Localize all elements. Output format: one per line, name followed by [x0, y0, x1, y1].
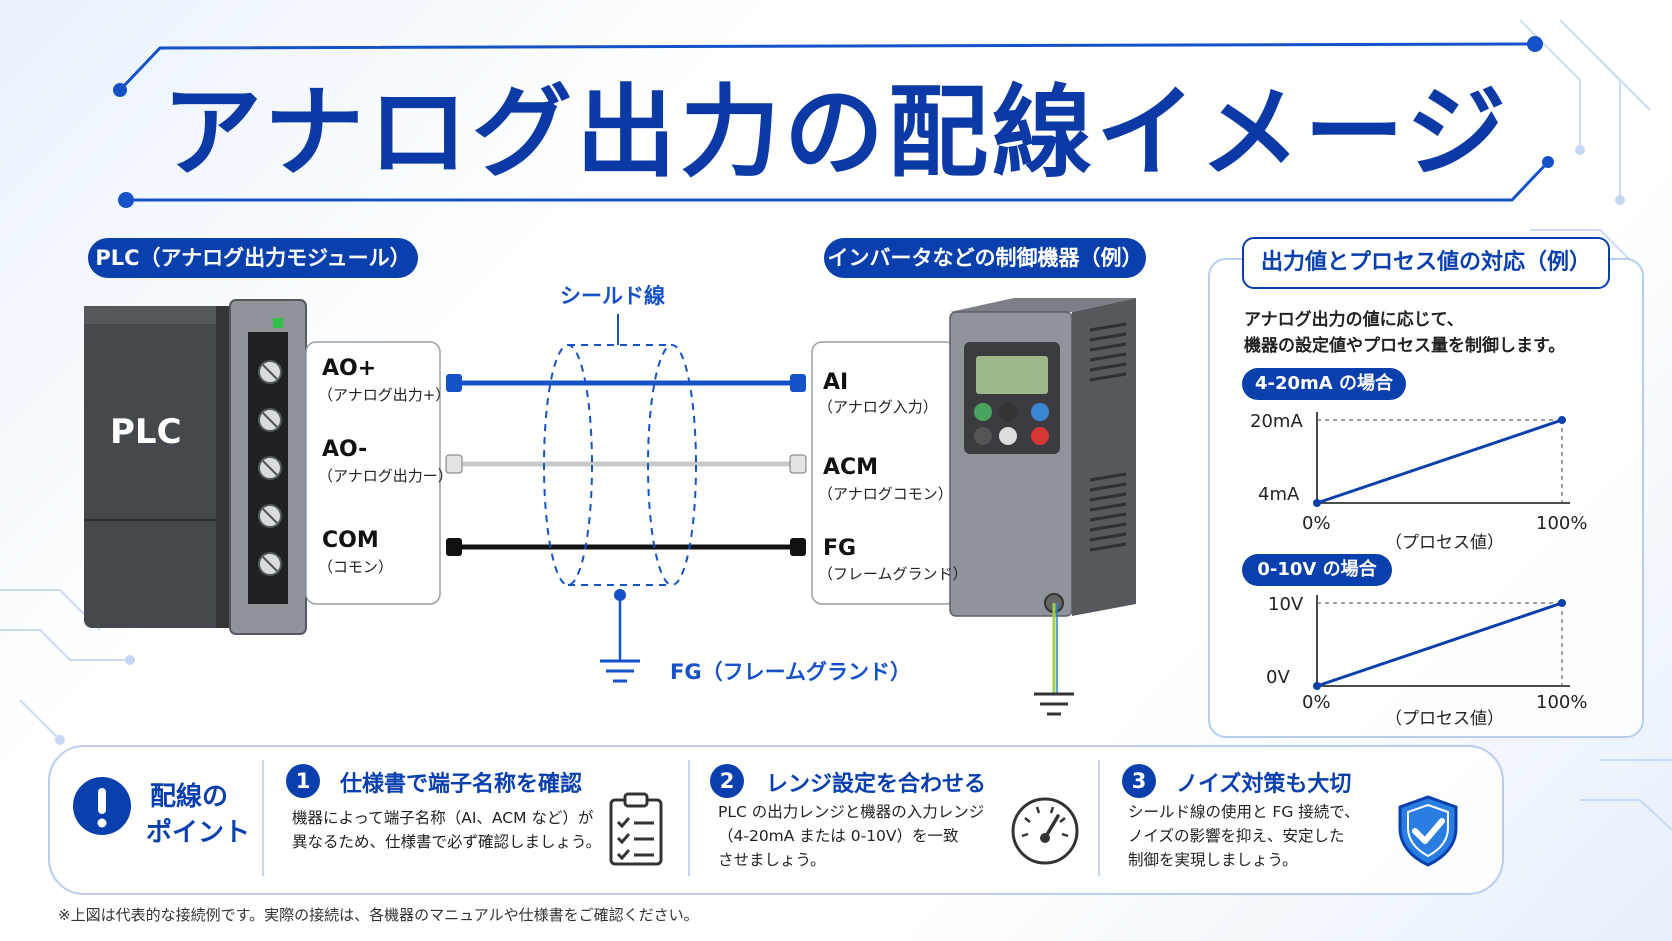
chart-2-x-label: （プロセス値）: [1385, 709, 1504, 729]
shield-label: シールド線: [560, 284, 665, 308]
terminal-ai-desc: （アナログ入力）: [818, 398, 938, 416]
chart-1-x-right: 100%: [1536, 513, 1588, 534]
chart-1-y-top: 20mA: [1250, 411, 1303, 432]
divider: [1098, 760, 1100, 876]
points-heading-2: ポイント: [146, 818, 251, 848]
plc-unit: [84, 299, 307, 635]
chart-1-badge: 4-20mA の場合: [1242, 368, 1406, 400]
shield-cable: [543, 344, 697, 586]
chart-2-point: [1558, 599, 1566, 607]
status-led: [273, 318, 283, 328]
divider: [262, 760, 264, 876]
point-3-line: ノイズの影響を抑え、安定した: [1128, 827, 1345, 845]
point-2-body: PLC の出力レンジと機器の入力レンジ （4-20mA または 0-10V）を一…: [718, 800, 984, 872]
point-2-line: させましょう。: [718, 851, 826, 869]
point-3-number: 3: [1122, 764, 1156, 798]
inverter-display: [976, 356, 1048, 394]
inverter-unit: [949, 298, 1136, 617]
exclamation-icon: [73, 777, 131, 835]
terminal-fg-desc: （フレームグランド）: [818, 565, 968, 583]
point-3-line: 制御を実現しましょう。: [1128, 851, 1298, 869]
terminal-acm: ACM: [823, 455, 879, 480]
mapping-panel: [1208, 258, 1644, 738]
point-1-title: 仕様書で端子名称を確認: [340, 772, 583, 797]
terminal-com: COM: [322, 528, 379, 553]
panel-desc-line-2: 機器の設定値やプロセス量を制御します。: [1244, 336, 1566, 356]
chart-2-line: [1316, 601, 1563, 688]
terminal-com-desc: （コモン）: [318, 558, 394, 576]
point-1-line: 機器によって端子名称（AI、ACM など）が: [292, 809, 594, 827]
ground-symbol-shield: [600, 659, 640, 683]
terminal-ao-plus: AO+: [322, 356, 377, 381]
fg-label: FG（フレームグランド）: [670, 660, 911, 684]
chart-1-line: [1316, 418, 1563, 505]
device-header-badge: インバータなどの制御機器（例）: [824, 238, 1146, 278]
chart-1-y-bottom: 4mA: [1258, 484, 1300, 505]
chart-2-y-top: 10V: [1268, 594, 1304, 615]
chart-2-y-bottom: 0V: [1266, 667, 1290, 688]
point-3-title: ノイズ対策も大切: [1176, 772, 1352, 797]
chart-1-point: [1558, 416, 1566, 424]
point-2-line: PLC の出力レンジと機器の入力レンジ: [718, 803, 985, 821]
divider: [688, 760, 690, 876]
plc-header-badge: PLC（アナログ出力モジュール）: [88, 238, 418, 278]
terminal-ao-minus: AO-: [322, 437, 368, 462]
chart-1-point: [1313, 499, 1321, 507]
plc-label: PLC: [110, 412, 182, 452]
ground-symbol-device: [1034, 692, 1074, 716]
chart-1-x-label: （プロセス値）: [1385, 533, 1504, 553]
gauge-icon: [1011, 797, 1079, 865]
clipboard-icon: [609, 792, 663, 866]
chart-2-x-right: 100%: [1536, 692, 1588, 713]
point-1-line: 異なるため、仕様書で必ず確認しましょう。: [292, 833, 602, 851]
terminal-acm-desc: （アナログコモン）: [818, 485, 953, 503]
point-2-title: レンジ設定を合わせる: [766, 772, 987, 797]
panel-title: 出力値とプロセス値の対応（例）: [1242, 237, 1610, 289]
chart-2-x-left: 0%: [1302, 692, 1331, 713]
point-3-body: シールド線の使用と FG 接続で、 ノイズの影響を抑え、安定した 制御を実現しま…: [1128, 800, 1360, 872]
chart-1-x-left: 0%: [1302, 513, 1331, 534]
point-3-line: シールド線の使用と FG 接続で、: [1128, 803, 1360, 821]
point-2-number: 2: [710, 764, 744, 798]
page-title: アナログ出力の配線イメージ: [162, 74, 1510, 191]
point-2-line: （4-20mA または 0-10V）を一致: [718, 827, 959, 845]
terminal-ai: AI: [823, 370, 849, 395]
point-1-number: 1: [286, 764, 320, 798]
terminal-ao-plus-desc: （アナログ出力+）: [318, 386, 451, 404]
terminal-fg: FG: [823, 536, 857, 561]
chart-2-point: [1313, 682, 1321, 690]
footnote: ※上図は代表的な接続例です。実際の接続は、各機器のマニュアルや仕様書をご確認くだ…: [58, 906, 699, 924]
shield-check-icon: [1398, 795, 1458, 867]
title-frame: [118, 42, 1550, 202]
panel-desc-line-1: アナログ出力の値に応じて、: [1244, 310, 1464, 330]
point-1-body: 機器によって端子名称（AI、ACM など）が 異なるため、仕様書で必ず確認しまし…: [292, 806, 601, 854]
points-heading-1: 配線の: [150, 782, 229, 812]
terminal-ao-minus-desc: （アナログ出力ー）: [318, 467, 453, 485]
chart-2-badge: 0-10V の場合: [1242, 554, 1392, 586]
